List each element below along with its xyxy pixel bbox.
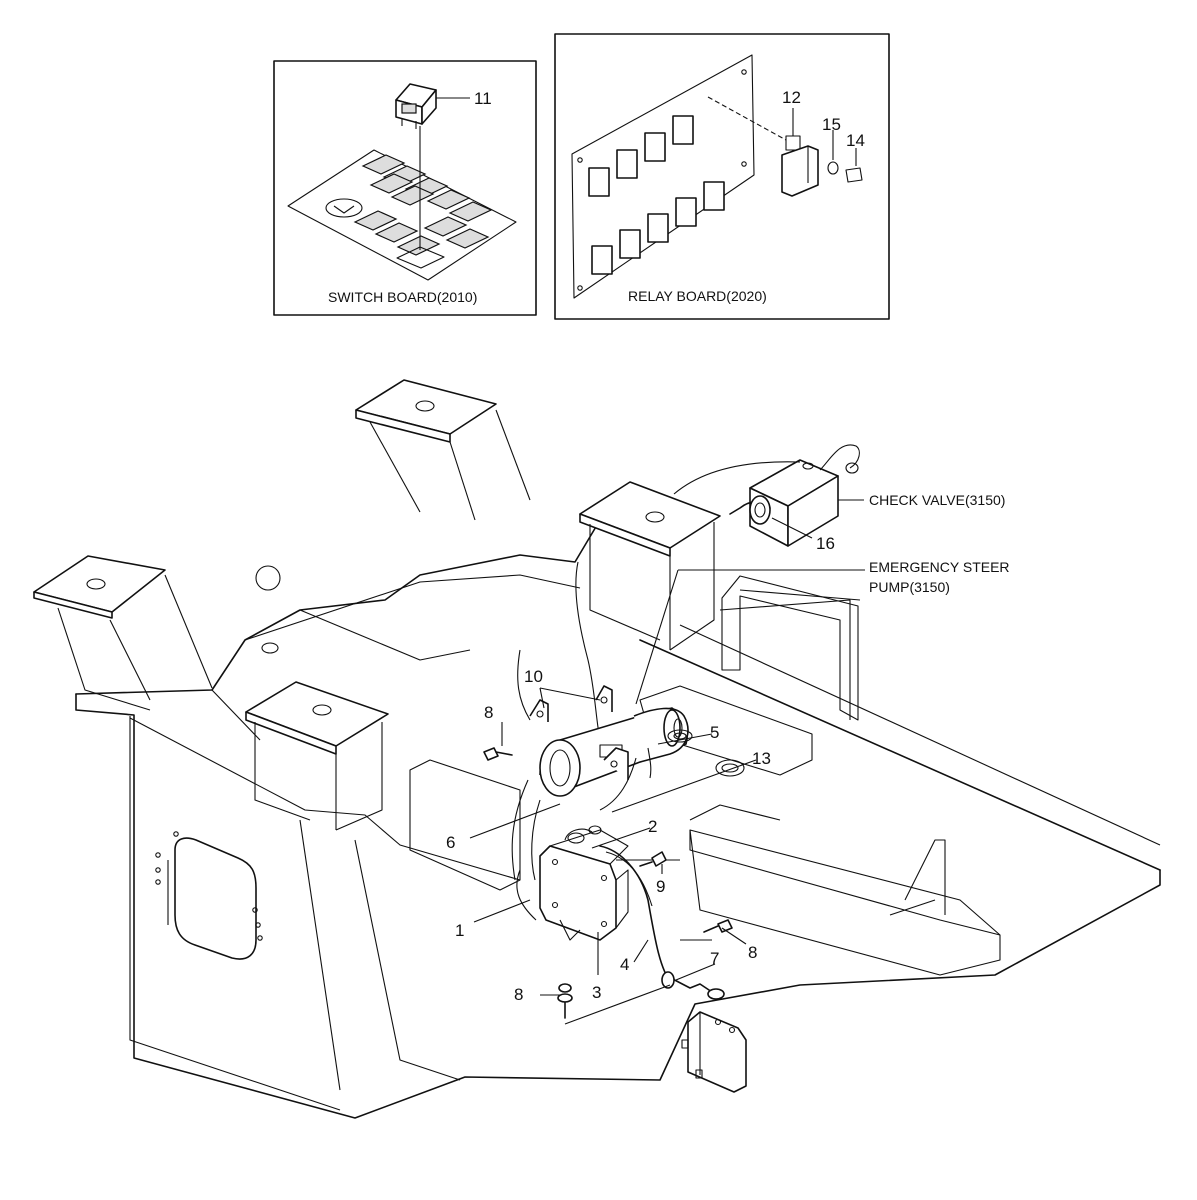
- relay-board-label: RELAY BOARD(2020): [628, 288, 767, 304]
- callout-4: 4: [620, 955, 629, 974]
- mount-block-left: [33, 555, 213, 711]
- rotary-knob-icon: [325, 198, 363, 218]
- screw-part-14: [845, 167, 863, 183]
- side-bracket: [721, 575, 859, 721]
- sub-plate: [409, 685, 813, 891]
- callout-10: 10: [524, 667, 543, 686]
- callout-7: 7: [710, 949, 719, 968]
- frame-cutout: [174, 837, 257, 960]
- mount-block-top: [355, 379, 531, 521]
- check-valve-label: CHECK VALVE(3150): [869, 492, 1005, 508]
- callout-15: 15: [822, 115, 841, 134]
- bolt-part-8-upper: [483, 747, 513, 761]
- frame-holes: [155, 831, 263, 941]
- check-valve-assembly: [673, 444, 864, 547]
- callout-9: 9: [656, 877, 665, 896]
- washer-part-15: [827, 161, 839, 175]
- bolt-part-8-lower: [557, 983, 573, 1019]
- rocker-switch-part-11: [395, 83, 437, 129]
- bolt-part-8-right: [703, 919, 733, 933]
- callout-2: 2: [648, 817, 657, 836]
- switch-board-label: SWITCH BOARD(2010): [328, 289, 477, 305]
- relay-board-frame: [554, 33, 890, 320]
- callout-14: 14: [846, 131, 865, 150]
- relay-board-inset: 12 15 14 RELAY BOARD(2020): [554, 33, 890, 320]
- callout-1: 1: [455, 921, 464, 940]
- pump-label-line1: EMERGENCY STEER: [869, 559, 1010, 575]
- switch-board-inset: 11 SWITCH BOARD(2010): [273, 60, 537, 316]
- callout-11: 11: [474, 89, 492, 108]
- emergency-steer-pump-assembly: [511, 561, 693, 881]
- relay-modules: [588, 115, 725, 275]
- callout-5: 5: [710, 723, 719, 742]
- callout-13: 13: [752, 749, 771, 768]
- callout-8-upper: 8: [484, 703, 493, 722]
- switch-board-frame: [273, 60, 537, 316]
- callout-16: 16: [816, 534, 835, 553]
- relay-part-12: [781, 135, 819, 197]
- callout-8-right: 8: [748, 943, 757, 962]
- terminal-block: [681, 1011, 747, 1093]
- switch-slots: [353, 154, 493, 269]
- callout-3: 3: [592, 983, 601, 1002]
- callout-6: 6: [446, 833, 455, 852]
- mount-block-right: [579, 481, 721, 651]
- callout-8-lower: 8: [514, 985, 523, 1004]
- mount-block-center: [245, 681, 389, 831]
- chassis-frame: [75, 519, 1161, 1119]
- relay-board-plate: [571, 54, 755, 299]
- motor-solenoid-unit: [516, 825, 725, 1000]
- leader-lines: [469, 687, 757, 1025]
- pump-label-line2: PUMP(3150): [869, 579, 950, 595]
- bolt-part-9: [639, 851, 667, 867]
- callout-12: 12: [782, 88, 801, 107]
- switch-board-plate: [287, 149, 517, 281]
